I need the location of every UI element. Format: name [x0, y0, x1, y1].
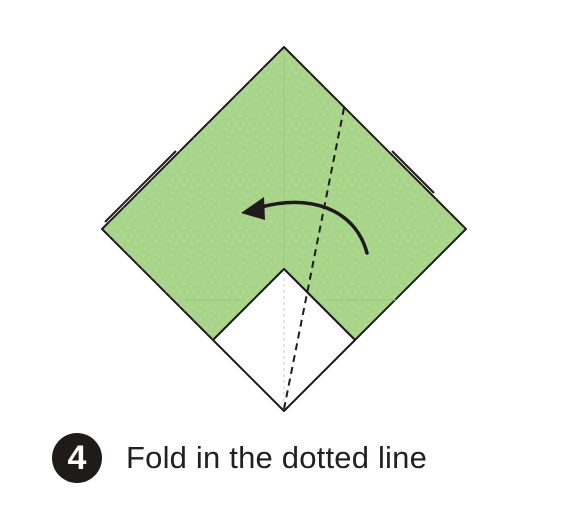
curved-arrow-left-icon: [241, 197, 369, 255]
step-number-badge: 4: [52, 433, 102, 483]
dotted-fold-line: [283, 107, 345, 410]
back-layer-left-edge: [104, 150, 177, 223]
step-caption: 4 Fold in the dotted line: [52, 432, 427, 484]
origami-fold-diagram: [101, 46, 467, 412]
step-instruction: Fold in the dotted line: [126, 440, 428, 475]
back-layer-right-edge: [391, 150, 435, 194]
